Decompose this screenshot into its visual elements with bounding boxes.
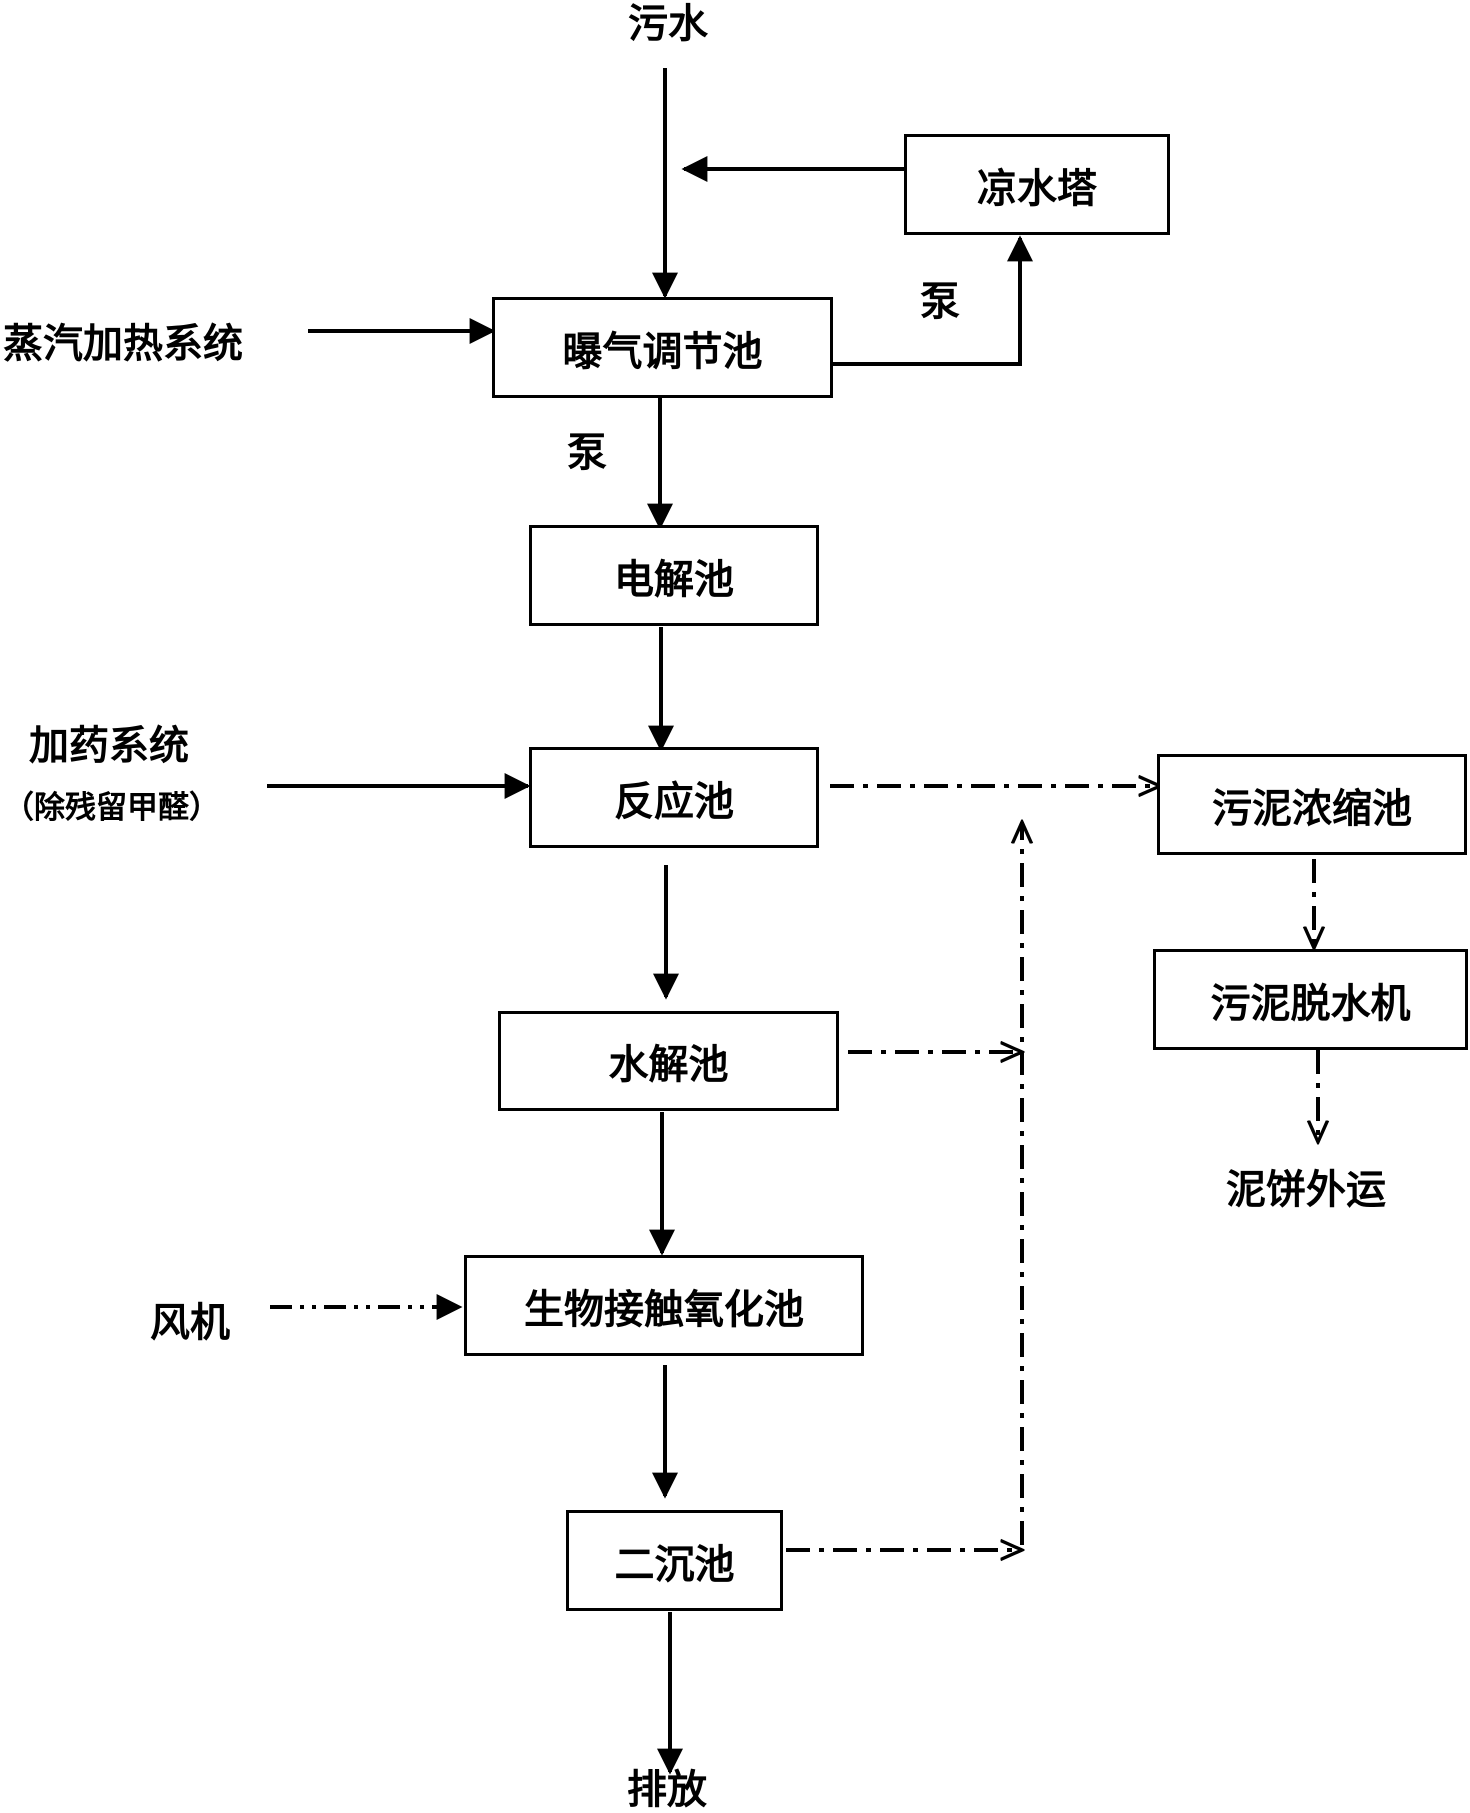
sludge-dewatering-box: 污泥脱水机: [1153, 949, 1468, 1050]
sludge-cake-label: 泥饼外运: [1226, 1167, 1386, 1213]
reaction-tank-box: 反应池: [529, 747, 819, 848]
flow-aeration-to-tower: [832, 235, 1033, 366]
secondary-clarifier-box: 二沉池: [566, 1510, 783, 1611]
blower-label: 风机: [150, 1300, 230, 1346]
hydrolysis-tank-box: 水解池: [498, 1011, 839, 1111]
aeration-tank-box: 曝气调节池: [492, 297, 833, 398]
pump-to-tower-label: 泵: [920, 279, 960, 325]
electrolysis-tank-box: 电解池: [529, 525, 819, 626]
discharge-label: 排放: [627, 1767, 707, 1813]
dosing-note-label: （除残留甲醛）: [3, 790, 220, 826]
cooling-tower-box: 凉水塔: [904, 134, 1170, 235]
sludge-thickener-box: 污泥浓缩池: [1157, 754, 1467, 855]
sewage-label: 污水: [628, 1, 708, 47]
pump-to-electrolysis-label: 泵: [567, 430, 607, 476]
bio-contact-oxidation-tank-box: 生物接触氧化池: [464, 1255, 864, 1356]
dosing-system-label: 加药系统: [29, 723, 189, 769]
steam-heating-label: 蒸汽加热系统: [3, 321, 243, 367]
